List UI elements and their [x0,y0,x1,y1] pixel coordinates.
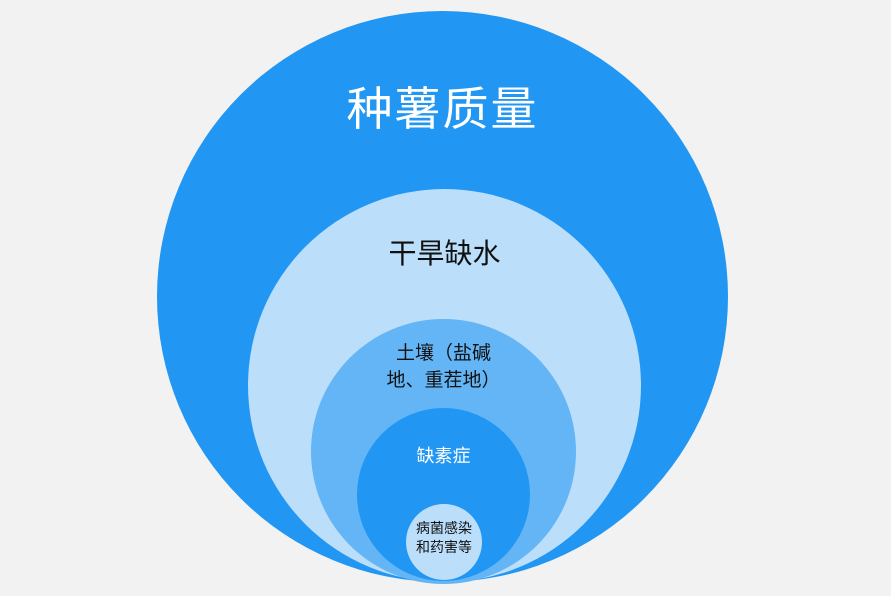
label-disease-pesticide: 病菌感染 和药害等 [416,521,472,556]
label-seed-potato-quality: 种薯质量 [346,82,539,136]
label-nutrient-deficiency: 缺素症 [416,446,471,467]
circle-disease-pesticide [406,504,482,580]
label-drought: 干旱缺水 [388,237,501,270]
label-soil: 土壤（盐碱 地、重茬地） [386,342,501,391]
